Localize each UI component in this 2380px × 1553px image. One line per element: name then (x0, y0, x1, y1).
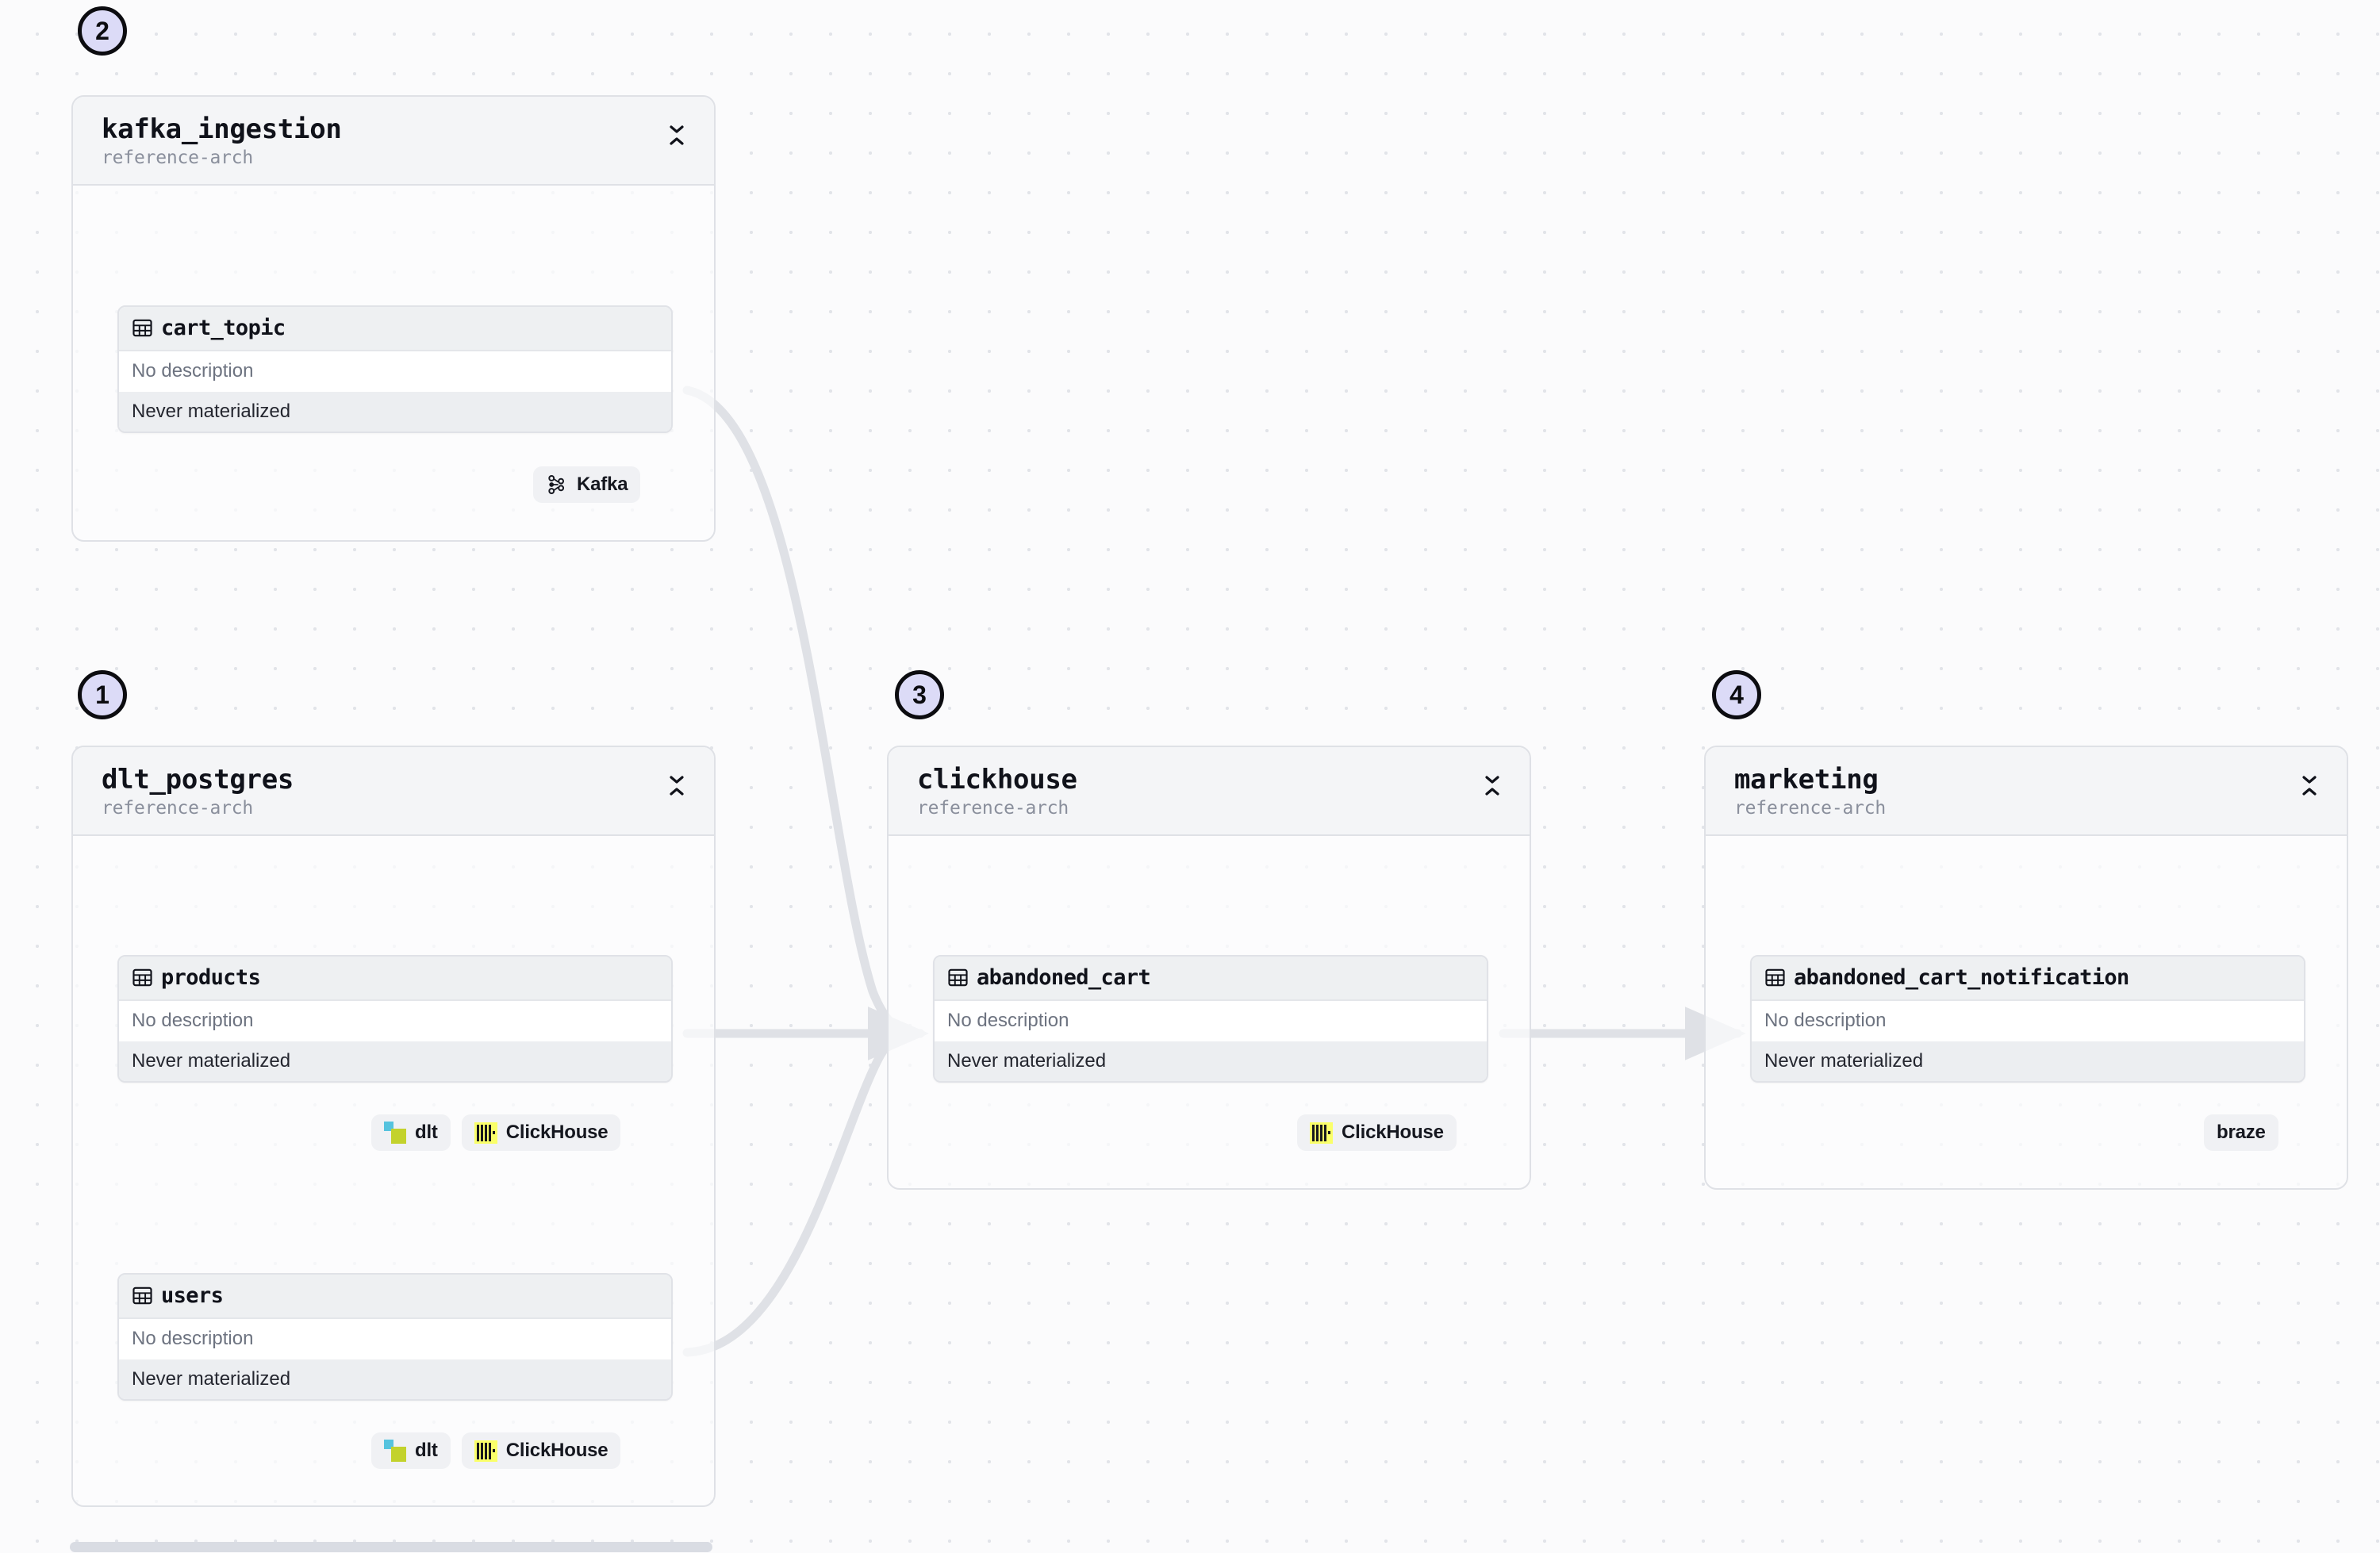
table-node-title: users (161, 1283, 224, 1308)
table-node-header: products (119, 957, 671, 1001)
horizontal-scrollbar-thumb[interactable] (70, 1542, 712, 1552)
collapse-chevrons-icon[interactable] (663, 119, 690, 151)
table-grid-icon (132, 968, 152, 987)
table-node-title: abandoned_cart_notification (1794, 965, 2129, 990)
table-node-materialization: Never materialized (119, 1041, 671, 1082)
clickhouse-icon (474, 1440, 497, 1462)
chip-row-kafka-ingestion: Kafka (533, 466, 641, 503)
table-node-title: products (161, 965, 261, 990)
chip-label: Kafka (577, 474, 628, 495)
group-subtitle: reference-arch (917, 798, 1069, 819)
step-badge-2: 2 (78, 6, 127, 56)
kafka-icon (548, 475, 565, 494)
dlt-icon (384, 1122, 406, 1144)
table-node-materialization: Never materialized (119, 1359, 671, 1400)
table-grid-icon (1765, 968, 1785, 987)
collapse-chevrons-icon[interactable] (2296, 769, 2323, 801)
clickhouse-icon (474, 1122, 497, 1144)
chip-label: ClickHouse (505, 1440, 608, 1461)
table-node-products[interactable]: products No description Never materializ… (117, 955, 673, 1083)
table-node-header: abandoned_cart_notification (1752, 957, 2304, 1001)
dlt-icon (384, 1440, 406, 1462)
chip-label: dlt (415, 1440, 438, 1461)
table-grid-icon (132, 319, 152, 337)
table-node-title: cart_topic (161, 316, 286, 340)
table-node-description: No description (119, 1319, 671, 1359)
chip-dlt[interactable]: dlt (371, 1432, 451, 1469)
group-subtitle: reference-arch (1734, 798, 1887, 819)
group-header-clickhouse[interactable]: clickhouse reference-arch (889, 747, 1530, 837)
table-node-cart-topic[interactable]: cart_topic No description Never material… (117, 305, 673, 434)
chip-row-users: dlt ClickHouse (371, 1432, 621, 1469)
horizontal-scrollbar[interactable] (0, 1542, 2380, 1553)
collapse-chevrons-icon[interactable] (1479, 769, 1506, 801)
chip-clickhouse[interactable]: ClickHouse (461, 1114, 621, 1151)
chip-dlt[interactable]: dlt (371, 1114, 451, 1151)
table-node-header: cart_topic (119, 307, 671, 351)
chip-kafka[interactable]: Kafka (533, 466, 641, 503)
chip-label: dlt (415, 1122, 438, 1143)
group-subtitle: reference-arch (102, 148, 254, 169)
table-node-header: abandoned_cart (935, 957, 1487, 1001)
group-title: kafka_ingestion (102, 113, 342, 145)
chip-label: ClickHouse (1342, 1122, 1444, 1143)
group-title: clickhouse (917, 764, 1077, 796)
step-badge-4: 4 (1712, 670, 1761, 719)
table-node-abandoned-cart[interactable]: abandoned_cart No description Never mate… (933, 955, 1488, 1083)
table-node-description: No description (119, 351, 671, 392)
chip-clickhouse[interactable]: ClickHouse (1297, 1114, 1457, 1151)
collapse-chevrons-icon[interactable] (663, 769, 690, 801)
step-badge-3: 3 (895, 670, 944, 719)
chip-braze[interactable]: braze (2204, 1114, 2278, 1151)
group-header-marketing[interactable]: marketing reference-arch (1706, 747, 2347, 837)
group-title: dlt_postgres (102, 764, 294, 796)
table-grid-icon (132, 1286, 152, 1305)
chip-row-products: dlt ClickHouse (371, 1114, 621, 1151)
table-node-materialization: Never materialized (935, 1041, 1487, 1082)
clickhouse-icon (1310, 1122, 1333, 1144)
table-node-description: No description (935, 1001, 1487, 1041)
table-node-users[interactable]: users No description Never materialized (117, 1273, 673, 1402)
chip-row-marketing: braze (2204, 1114, 2278, 1151)
table-node-abandoned-cart-notification[interactable]: abandoned_cart_notification No descripti… (1750, 955, 2305, 1083)
table-node-title: abandoned_cart (977, 965, 1151, 990)
group-subtitle: reference-arch (102, 798, 254, 819)
chip-row-clickhouse: ClickHouse (1297, 1114, 1457, 1151)
table-grid-icon (948, 968, 968, 987)
chip-label: ClickHouse (505, 1122, 608, 1143)
chip-clickhouse[interactable]: ClickHouse (461, 1432, 621, 1469)
group-body-dlt-postgres (73, 836, 714, 1505)
table-node-description: No description (1752, 1001, 2304, 1041)
table-node-description: No description (119, 1001, 671, 1041)
step-badge-1: 1 (78, 670, 127, 719)
group-header-kafka-ingestion[interactable]: kafka_ingestion reference-arch (73, 97, 714, 186)
group-header-dlt-postgres[interactable]: dlt_postgres reference-arch (73, 747, 714, 837)
group-title: marketing (1734, 764, 1879, 796)
table-node-header: users (119, 1275, 671, 1319)
table-node-materialization: Never materialized (119, 391, 671, 432)
chip-label: braze (2217, 1122, 2266, 1143)
table-node-materialization: Never materialized (1752, 1041, 2304, 1082)
